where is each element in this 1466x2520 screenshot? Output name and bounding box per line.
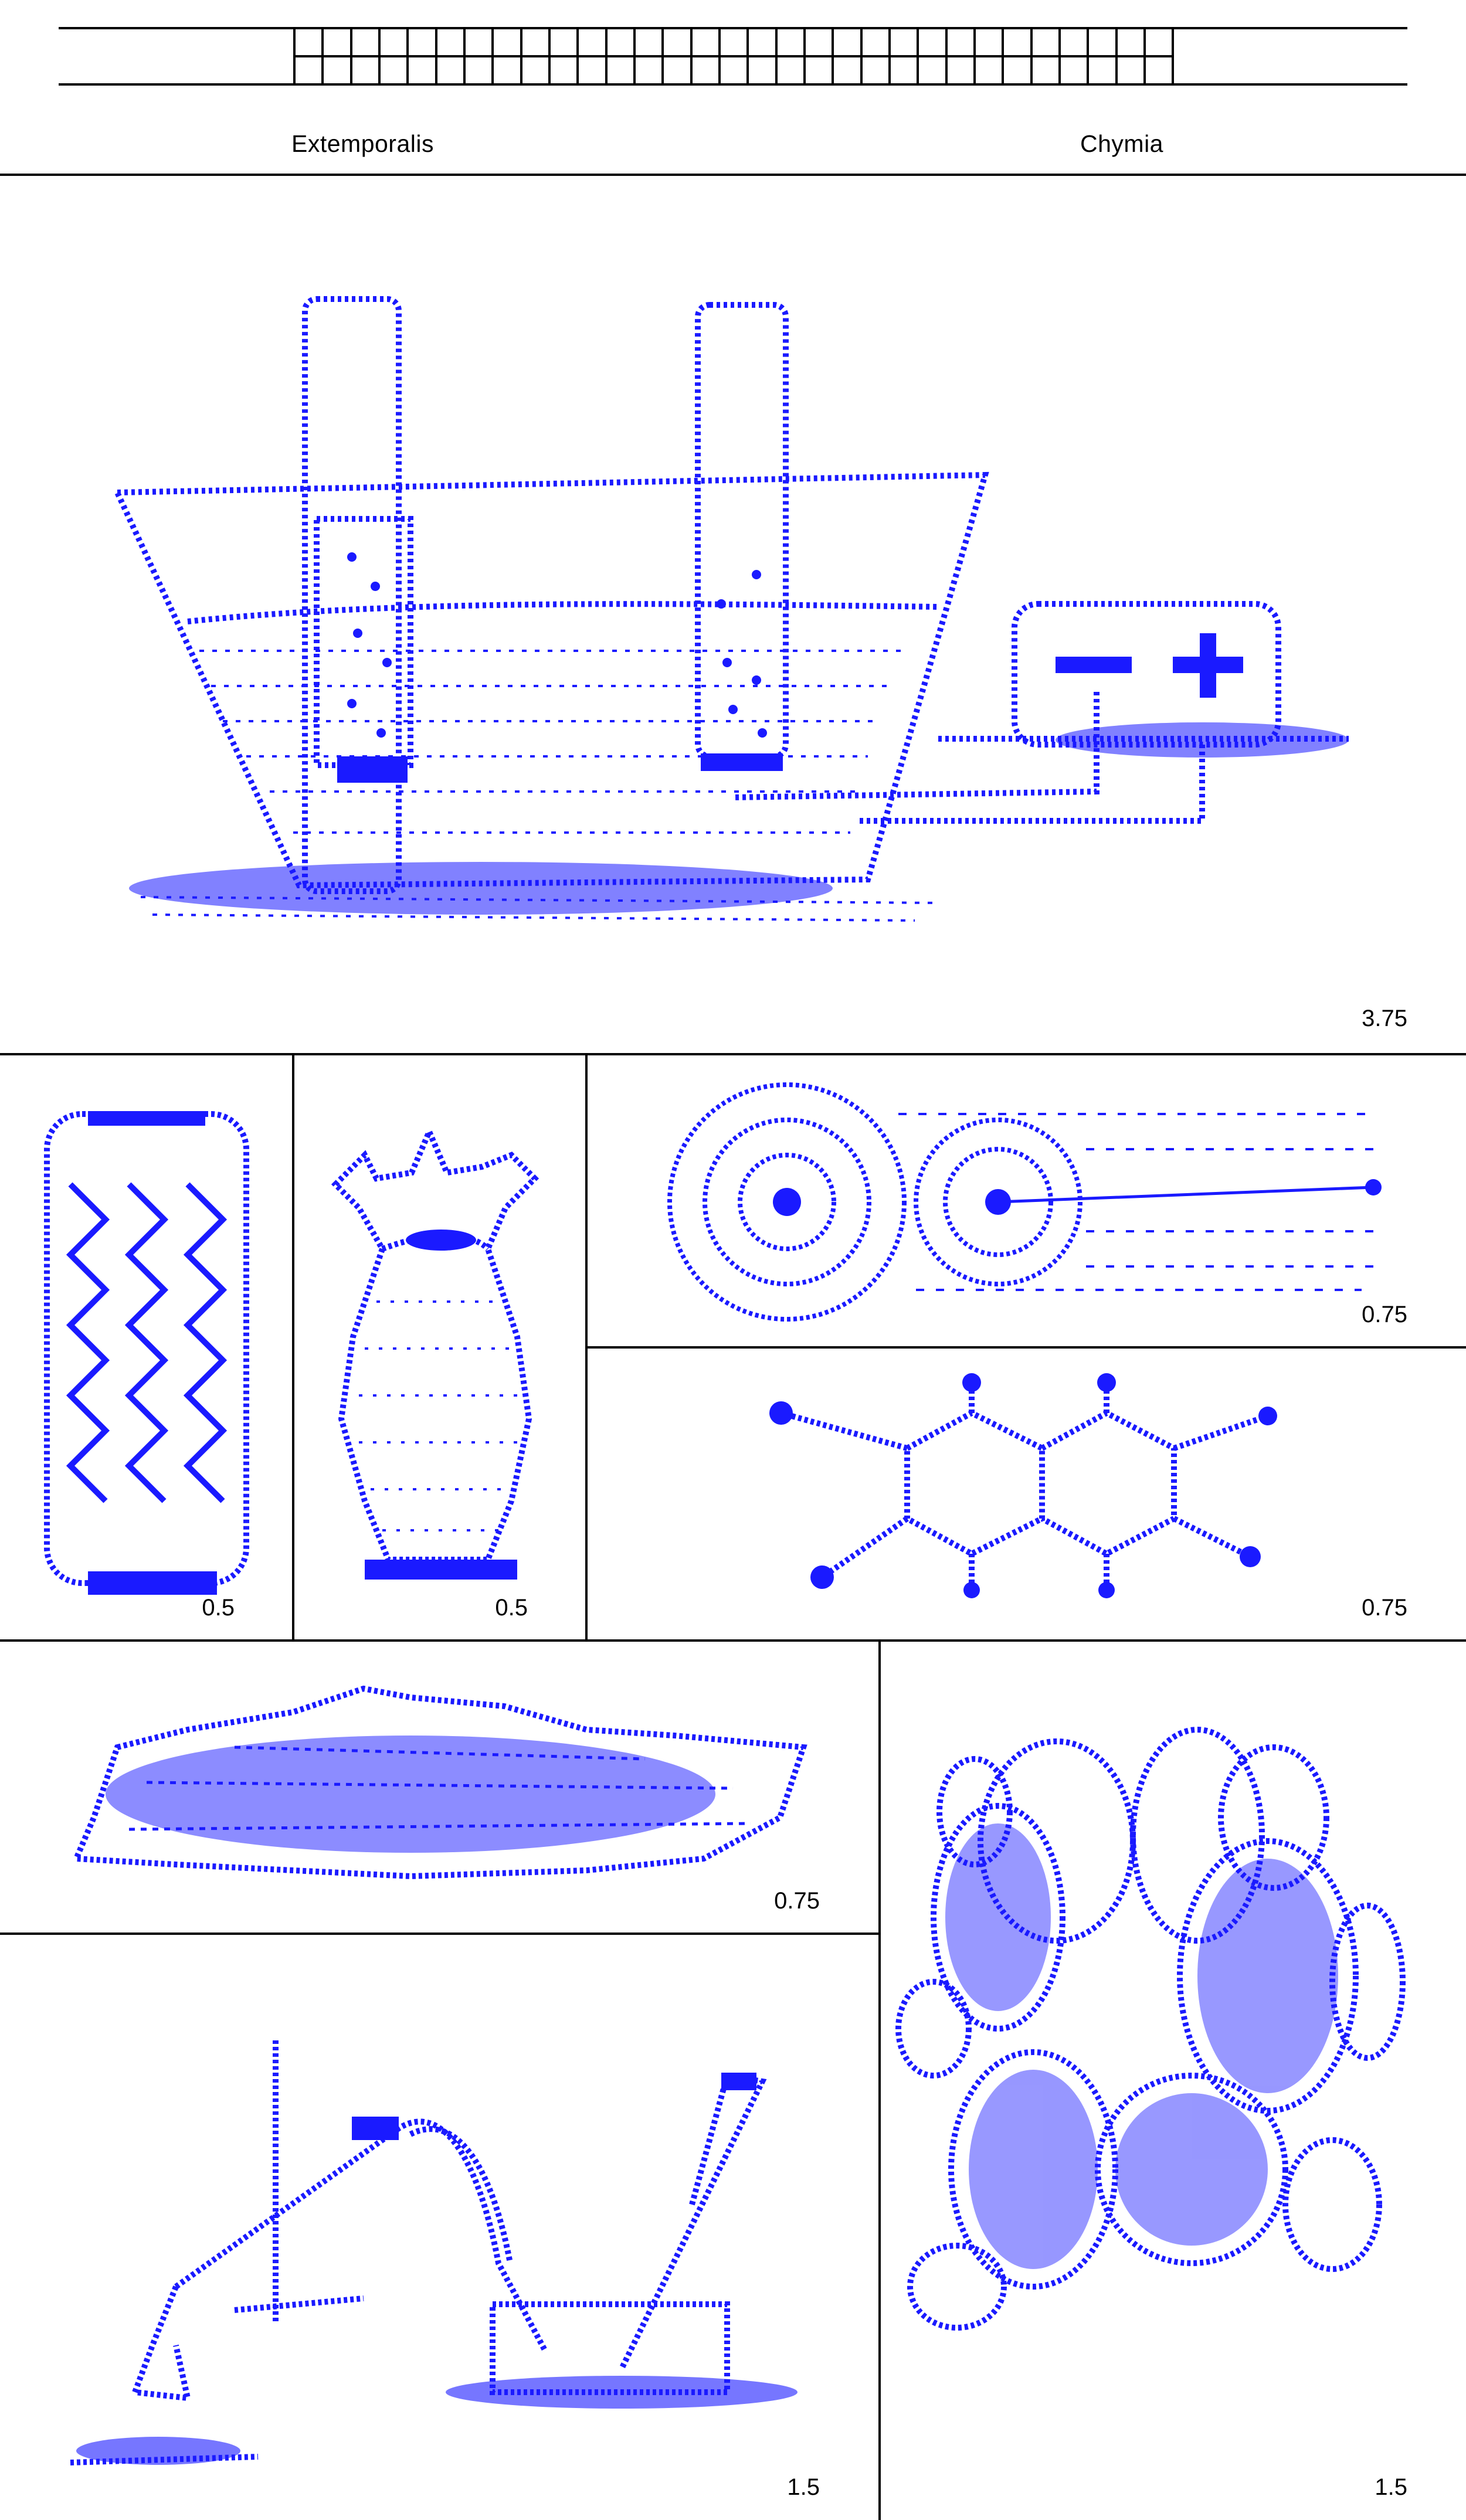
grid-cell bbox=[437, 29, 466, 55]
section-rule-2 bbox=[0, 1053, 1466, 1055]
grid-cell bbox=[551, 29, 579, 55]
stone-cluster-icon bbox=[895, 1727, 1406, 2331]
grid-cell bbox=[976, 29, 1005, 55]
panel-value: 0.75 bbox=[1362, 1302, 1407, 1327]
grid-cell bbox=[1033, 29, 1061, 55]
grid-cell bbox=[1061, 57, 1090, 83]
electrolysis-apparatus-icon bbox=[113, 296, 1349, 922]
grid-cell bbox=[778, 29, 806, 55]
divider-h-left bbox=[0, 1933, 878, 1935]
grid-cell bbox=[579, 57, 608, 83]
grid-cell bbox=[948, 29, 976, 55]
panel-value: 0.75 bbox=[1362, 1595, 1407, 1621]
grid-cell bbox=[522, 29, 551, 55]
grid-cell bbox=[381, 57, 409, 83]
textured-cylinder-icon bbox=[44, 1111, 249, 1595]
rock-specimen-icon bbox=[72, 1685, 807, 1880]
grid-cell bbox=[891, 29, 919, 55]
grid-cell bbox=[806, 57, 834, 83]
pouring-apparatus-icon bbox=[70, 2040, 798, 2465]
grid-cell bbox=[324, 57, 352, 83]
grid-cell bbox=[749, 29, 778, 55]
grid-cell bbox=[976, 57, 1005, 83]
grid-cell bbox=[466, 57, 494, 83]
grid-cell bbox=[834, 29, 863, 55]
grid-cell bbox=[919, 57, 948, 83]
grid-cell bbox=[381, 29, 409, 55]
grid-cell bbox=[409, 29, 437, 55]
atom-orbit-icon bbox=[667, 1082, 1385, 1322]
grid-cell bbox=[891, 57, 919, 83]
grid-cell bbox=[863, 57, 891, 83]
cell-grid-row bbox=[296, 57, 1172, 83]
grid-cell bbox=[1146, 29, 1172, 55]
grid-cell bbox=[296, 57, 324, 83]
section-rule-3 bbox=[0, 1639, 1466, 1642]
grid-cell bbox=[693, 29, 721, 55]
grid-cell bbox=[522, 57, 551, 83]
grid-cell bbox=[296, 29, 324, 55]
panel-value: 1.5 bbox=[1375, 2474, 1407, 2500]
grid-cell bbox=[664, 57, 693, 83]
grid-cell bbox=[1061, 29, 1090, 55]
panel-value: 0.75 bbox=[774, 1888, 820, 1914]
panel-electrolysis-cell: 3.75 bbox=[0, 176, 1466, 1055]
grid-cell bbox=[1118, 57, 1146, 83]
grid-cell bbox=[664, 29, 693, 55]
panel-textured-cylinder: 0.5 bbox=[0, 1055, 292, 1639]
right-header-label: Chymia bbox=[1080, 130, 1163, 157]
grid-cell bbox=[721, 29, 749, 55]
grid-cell bbox=[1004, 29, 1033, 55]
grid-cell bbox=[1033, 57, 1061, 83]
grid-cell bbox=[749, 57, 778, 83]
grid-cell bbox=[1004, 57, 1033, 83]
grid-cell bbox=[778, 57, 806, 83]
grid-cell bbox=[608, 29, 636, 55]
grid-cell bbox=[863, 29, 891, 55]
divider-v-2 bbox=[585, 1055, 588, 1639]
grid-cell bbox=[919, 29, 948, 55]
grid-cell bbox=[721, 57, 749, 83]
left-header-label: Extemporalis bbox=[291, 130, 434, 157]
grid-cell bbox=[352, 29, 381, 55]
panel-value: 0.5 bbox=[202, 1595, 235, 1621]
panel-pouring-apparatus: 1.5 bbox=[0, 1935, 878, 2520]
divider-v-3 bbox=[878, 1642, 881, 2520]
panel-molecule: 0.75 bbox=[588, 1349, 1466, 1639]
grid-cell bbox=[948, 57, 976, 83]
grid-cell bbox=[494, 29, 522, 55]
header-cell-grid bbox=[293, 27, 1174, 86]
grid-cell bbox=[1089, 57, 1118, 83]
grid-cell bbox=[352, 57, 381, 83]
panel-stone-cluster: 1.5 bbox=[881, 1642, 1466, 2520]
grid-cell bbox=[579, 29, 608, 55]
ornate-vase-icon bbox=[331, 1124, 539, 1580]
grid-cell bbox=[1118, 29, 1146, 55]
grid-cell bbox=[409, 57, 437, 83]
grid-cell bbox=[636, 57, 664, 83]
grid-cell bbox=[834, 57, 863, 83]
divider-v-1 bbox=[292, 1055, 294, 1639]
grid-cell bbox=[494, 57, 522, 83]
grid-cell bbox=[466, 29, 494, 55]
panel-ornate-vase: 0.5 bbox=[294, 1055, 585, 1639]
panel-rock: 0.75 bbox=[0, 1642, 878, 1933]
cell-grid-row bbox=[296, 29, 1172, 57]
panel-atom-orbit: 0.75 bbox=[588, 1055, 1466, 1346]
section-rule-top bbox=[0, 174, 1466, 176]
grid-cell bbox=[1089, 29, 1118, 55]
grid-cell bbox=[693, 57, 721, 83]
divider-h-right bbox=[588, 1346, 1466, 1349]
grid-cell bbox=[437, 57, 466, 83]
grid-cell bbox=[1146, 57, 1172, 83]
molecule-structure-icon bbox=[769, 1373, 1277, 1598]
grid-cell bbox=[551, 57, 579, 83]
panel-value: 0.5 bbox=[495, 1595, 528, 1621]
grid-cell bbox=[806, 29, 834, 55]
panel-value: 3.75 bbox=[1362, 1006, 1407, 1031]
panel-value: 1.5 bbox=[787, 2474, 820, 2500]
grid-cell bbox=[324, 29, 352, 55]
grid-cell bbox=[608, 57, 636, 83]
grid-cell bbox=[636, 29, 664, 55]
